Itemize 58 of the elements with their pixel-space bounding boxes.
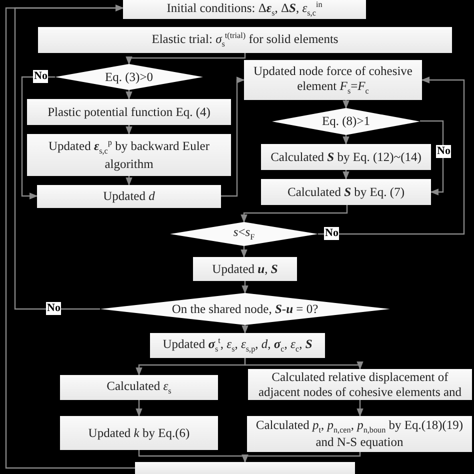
process-box [27,99,231,125]
condition-text: s<s$_{F}$ [232,225,256,243]
arrow [318,76,465,235]
edge-label: No [33,70,48,83]
arrow [126,176,132,186]
process-box [123,0,366,19]
step-text: Updated node force of cohesive element F$_{s}$=F$_{c}$ [252,64,414,96]
decision-diamond [100,293,390,325]
step-text: Calculated relative displacement of adjacent nodes of cohesive elements and [257,370,463,400]
step-text: Updated u, S [211,262,279,276]
process-box [60,375,218,400]
process-box [135,462,355,474]
arrow [242,281,248,294]
arrow [242,325,248,334]
process-box [244,60,422,100]
arrow [136,400,142,417]
arrow [420,120,444,196]
step-text: Calculated S by Eq. (12)~(14) [270,150,422,164]
arrow [356,400,364,417]
arrow [126,53,246,65]
step-text: Elastic trial: σ$_{s}$$^{t(trial)}$ for solid elements [150,30,340,50]
process-box [37,185,221,208]
step-text: Calculated p$_{t}$, p$_{n,cen}$, p$_{n,boun}$ by Eq.(18)(19) and N-S equation [254,418,464,450]
arrow [240,246,248,258]
process-box [27,134,231,176]
condition-text: Eq. (8)>1 [320,114,371,129]
step-text: Updated d [102,189,156,204]
step-text: Updated k by Eq.(6) [87,426,191,440]
step-text: Updated ε$_{s,c}$$^{p}$ by backward Euler algorithm [47,138,210,172]
arrow [342,135,350,145]
decision-diamond [272,108,420,135]
process-box [261,179,431,205]
step-text: Plastic potential function Eq. (4) [46,104,212,120]
arrow [221,76,245,197]
process-box [150,333,325,358]
process-box [193,257,297,281]
process-box [261,144,431,170]
arrow [244,358,364,370]
edge-label: No [436,145,452,158]
process-box [38,27,452,53]
decision-diamond [55,64,203,90]
decision-diamond [170,222,318,246]
arrow [242,452,361,463]
condition-text: On the shared node, S-u = 0? [170,302,320,316]
arrow [126,125,132,135]
process-box [60,416,218,450]
arrow [126,90,132,100]
arrow [5,4,135,469]
edge-label: No [46,302,62,315]
arrow [21,76,55,200]
arrow [342,170,350,180]
arrow [342,100,350,109]
condition-text: Eq. (3)>0 [104,70,154,84]
step-text: Calculated S by Eq. (7) [286,184,406,200]
step-text: Updated σ$_{s}$$^{t}$, ε$_{s}$, ε$_{s,p}$, d, σ$_{c}$, ε$_{c}$, S [162,336,314,355]
edge-label: No [324,227,340,240]
arrow [240,205,348,223]
step-text: Calculated ε$_{s}$ [106,378,172,396]
